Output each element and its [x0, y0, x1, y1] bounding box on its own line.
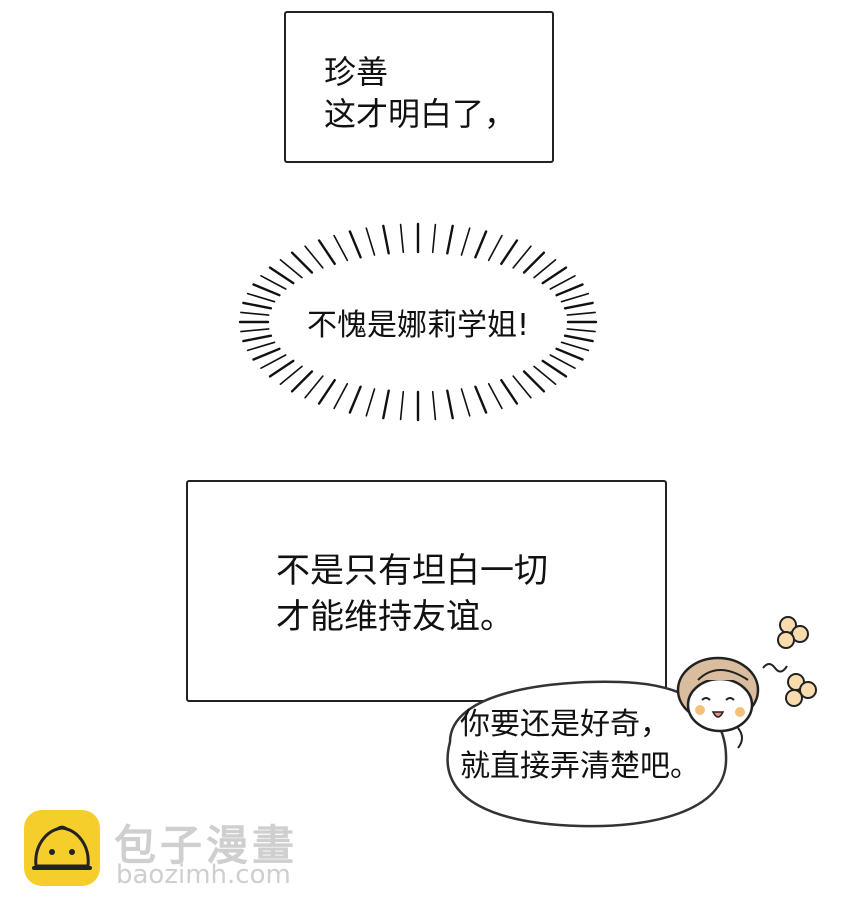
burst-speech-bubble: 不愧是娜莉学姐! [238, 222, 598, 422]
watermark: 包子漫畫 baozimh.com [24, 810, 324, 890]
flower-icon [777, 616, 809, 649]
speech-line: 就直接弄清楚吧。 [460, 749, 700, 784]
narration-line: 这才明白了， [324, 95, 517, 133]
watermark-name: 包子漫畫 [114, 821, 299, 870]
chibi-girl-icon [676, 616, 817, 749]
narration-line: 珍善 [324, 53, 389, 91]
narration-text-top: 珍善 这才明白了， [324, 51, 516, 135]
narration-text-middle: 不是只有坦白一切 才能维持友谊。 [276, 548, 548, 640]
narration-box-top: 珍善 这才明白了， [284, 11, 554, 163]
chibi-character [668, 610, 838, 760]
speech-bubble: 你要还是好奇， 就直接弄清楚吧。 [430, 672, 730, 832]
bun-logo-icon [24, 810, 100, 886]
narration-line: 才能维持友谊。 [276, 597, 514, 637]
speech-text: 你要还是好奇， 就直接弄清楚吧。 [460, 704, 700, 788]
speech-line: 你要还是好奇， [460, 707, 670, 742]
narration-box-middle: 不是只有坦白一切 才能维持友谊。 [186, 480, 667, 702]
burst-lines-icon [238, 222, 598, 422]
burst-text: 不愧是娜莉学姐! [306, 308, 530, 343]
narration-line: 不是只有坦白一切 [276, 551, 548, 591]
watermark-site: baozimh.com [116, 860, 291, 890]
speech-bubble-outline-icon [446, 680, 728, 828]
